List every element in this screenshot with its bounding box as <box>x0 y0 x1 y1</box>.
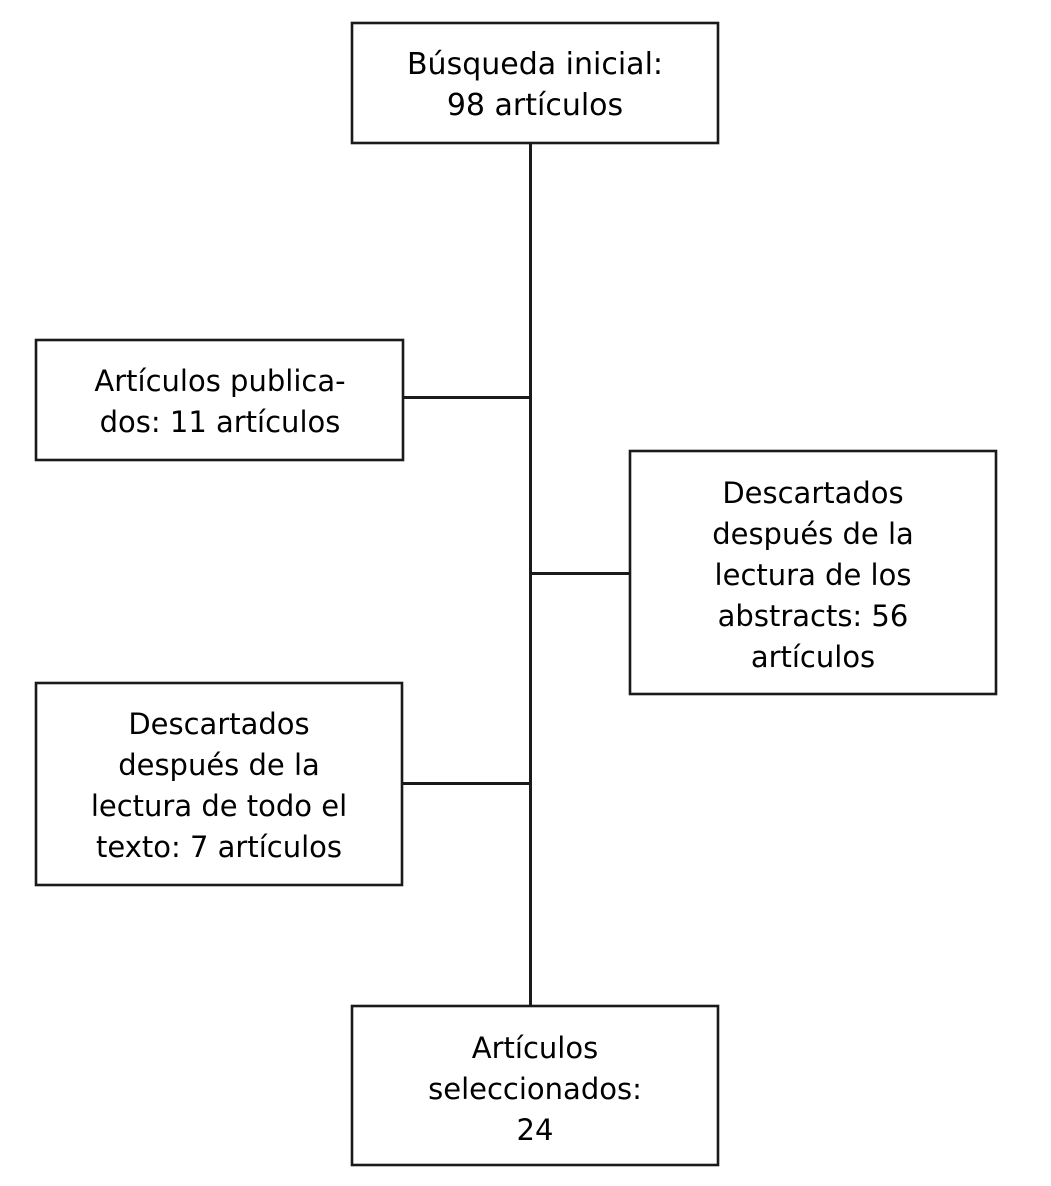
node-selected-articles-line1: Artículos <box>472 1031 598 1065</box>
node-selected-articles-line2: seleccionados: <box>428 1072 642 1106</box>
node-discarded-fulltext-box <box>34 681 404 887</box>
node-discarded-fulltext-line4: texto: 7 artículos <box>96 830 342 864</box>
node-discarded-abstracts-line5: artículos <box>751 640 875 674</box>
connector-group <box>402 143 631 1006</box>
node-initial-search-line2: 98 artículos <box>447 88 623 123</box>
node-discarded-abstracts-box <box>628 449 998 696</box>
node-initial-search-box <box>350 21 720 145</box>
node-selected-articles: Artículos seleccionados: 24 <box>350 1004 720 1167</box>
node-selected-articles-line3: 24 <box>517 1113 554 1147</box>
node-discarded-abstracts-line4: abstracts: 56 <box>718 599 909 633</box>
node-discarded-fulltext-line3: lectura de todo el <box>91 789 347 823</box>
node-discarded-abstracts-line1: Descartados <box>722 476 903 510</box>
node-published-articles-box <box>34 338 405 462</box>
node-discarded-fulltext-line2: después de la <box>118 748 320 782</box>
node-initial-search: Búsqueda inicial: 98 artículos <box>350 21 720 145</box>
node-discarded-fulltext: Descartados después de la lectura de tod… <box>34 681 404 887</box>
node-discarded-abstracts-line2: después de la <box>712 517 914 551</box>
node-discarded-abstracts: Descartados después de la lectura de los… <box>628 449 998 696</box>
node-discarded-fulltext-line1: Descartados <box>128 707 309 741</box>
node-initial-search-line1: Búsqueda inicial: <box>407 47 663 82</box>
node-published-articles-line1: Artículos publica- <box>94 364 345 398</box>
node-discarded-abstracts-line3: lectura de los <box>715 558 912 592</box>
node-published-articles: Artículos publica- dos: 11 artículos <box>34 338 405 462</box>
node-published-articles-line2: dos: 11 artículos <box>100 405 341 439</box>
node-selected-articles-box <box>350 1004 720 1167</box>
